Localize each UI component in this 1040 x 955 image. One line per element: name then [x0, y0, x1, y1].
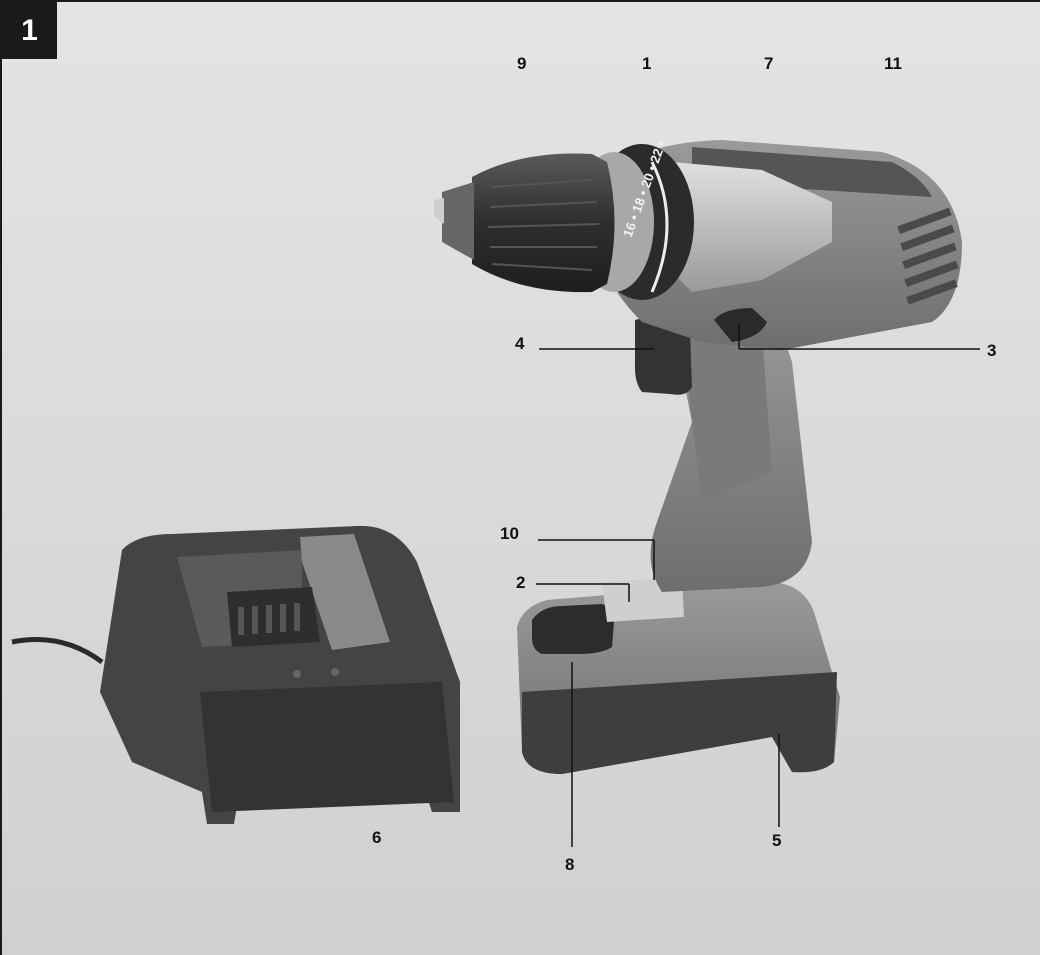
- callout-1: 1: [642, 54, 652, 73]
- figure-number-badge: 1: [2, 2, 57, 59]
- callout-7: 7: [764, 54, 774, 73]
- callout-5: 5: [772, 831, 782, 850]
- callout-10: 10: [500, 524, 519, 543]
- callout-2: 2: [516, 573, 526, 592]
- drill: [434, 140, 962, 774]
- callout-11: 11: [884, 54, 902, 73]
- callout-9: 9: [517, 54, 527, 73]
- callout-8: 8: [565, 855, 575, 874]
- callout-4: 4: [515, 334, 525, 353]
- callout-leaders: [536, 324, 980, 847]
- callout-3: 3: [987, 341, 997, 360]
- charger: [11, 525, 460, 824]
- callout-6: 6: [372, 828, 382, 847]
